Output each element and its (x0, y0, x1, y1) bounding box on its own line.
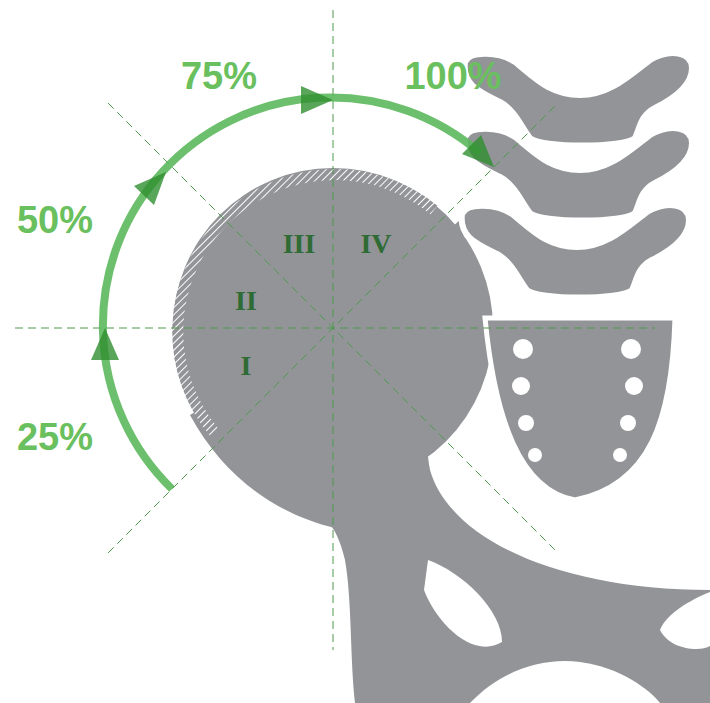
arrowhead (91, 328, 119, 360)
quadrant-numeral: IV (360, 230, 391, 258)
arrowhead (134, 172, 166, 205)
progress-arc (103, 97, 480, 489)
percentage-label: 25% (17, 418, 93, 456)
quadrant-numeral: III (283, 230, 316, 258)
hatched-rim (178, 175, 434, 432)
sacral-foramen (528, 448, 542, 462)
sacral-foramen (621, 339, 641, 359)
sacral-foramen (518, 415, 534, 431)
axis-line (108, 103, 558, 553)
sacral-foramen (513, 339, 533, 359)
percentage-label: 75% (181, 57, 257, 95)
quadrant-numeral: I (241, 352, 252, 380)
axis-line (333, 10, 334, 650)
pubic-arch (470, 661, 660, 703)
axis-line (15, 328, 655, 329)
quadrant-numeral: II (235, 287, 257, 315)
sacrum (485, 318, 675, 500)
arrowhead (462, 135, 494, 167)
sacral-foramen (625, 377, 643, 395)
percentage-label: 100% (404, 57, 501, 95)
percentage-label: 50% (17, 201, 93, 239)
axis-line (108, 103, 558, 553)
obturator-foramen (660, 592, 710, 649)
vertebra (462, 205, 689, 297)
arrowhead (301, 86, 333, 114)
sacral-foramen (620, 415, 636, 431)
sacral-foramen (613, 448, 627, 462)
sacral-foramen (512, 377, 530, 395)
obturator-foramen (424, 560, 502, 647)
